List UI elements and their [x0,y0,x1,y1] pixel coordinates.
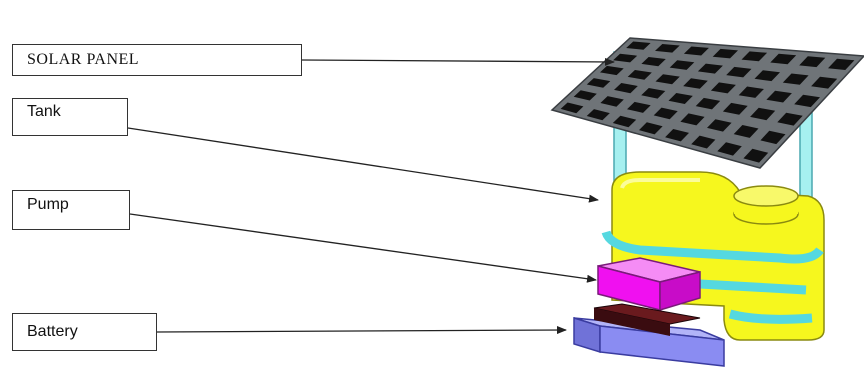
solar-cell [733,125,759,138]
solar-cell [743,148,769,163]
pump-label: Pump [27,196,69,213]
solar-cell [668,93,693,104]
solar-cell [794,94,820,108]
pump-shape [597,257,701,312]
pump-label-box: Pump [12,190,130,230]
solar-cell [766,90,792,103]
solar-cell [586,78,611,88]
solar-cell [641,88,666,99]
solar-cell [717,142,742,156]
solar-cell [560,102,584,114]
solar-cell [683,78,708,89]
pointer-arrows [127,57,615,335]
solar-cell [612,115,637,128]
pump-arrow [129,213,597,283]
solar-cell [680,113,705,126]
solar-cell [741,51,768,62]
battery-shape [573,303,725,367]
solar-cell [712,48,738,59]
solar-cell [669,60,695,70]
solar-cell [710,82,736,94]
solar-cell [641,57,666,67]
solar-cell [750,107,776,121]
solar-cell [600,65,624,76]
solar-cell [653,107,678,120]
solar-cell [782,73,809,85]
solar-panel-shape [550,37,864,169]
battery-arrow [156,326,567,335]
solar-cell [613,53,638,63]
solar-cell [626,41,651,50]
tank-label: Tank [27,103,61,120]
solar-cell [722,102,748,115]
solar-cell [799,56,826,68]
solar-cell [695,97,721,110]
solar-cell [811,76,838,89]
solar-cell [614,83,638,94]
battery-label: Battery [27,323,78,340]
solar-cell [697,63,723,74]
tank-label-box: Tank [12,98,128,136]
solar-cell [691,135,716,149]
solar-cell [777,112,803,126]
tank-arrow [127,127,599,203]
solar-cell [828,58,855,70]
solar-cell [683,46,709,56]
solar-cell [600,96,624,107]
solar-cell [586,109,610,121]
solar-panel-label: SOLAR PANEL [27,51,140,68]
solar-cell [573,90,597,101]
solar-cell [665,129,689,142]
solar-cell [627,70,652,80]
solar-cell [726,66,752,78]
solar-cell [655,44,680,53]
solar-cell [770,53,797,65]
solar-cell [760,130,786,145]
solar-cell [655,74,680,85]
solar-panel-label-box: SOLAR PANEL [12,44,302,76]
battery-label-box: Battery [12,313,157,351]
solar-cell [627,101,651,113]
solar-cell [707,119,732,132]
solar-cell [738,86,764,98]
solar-cell [639,122,663,135]
solar-panel-arrow [301,57,615,66]
solar-cell [754,70,780,82]
